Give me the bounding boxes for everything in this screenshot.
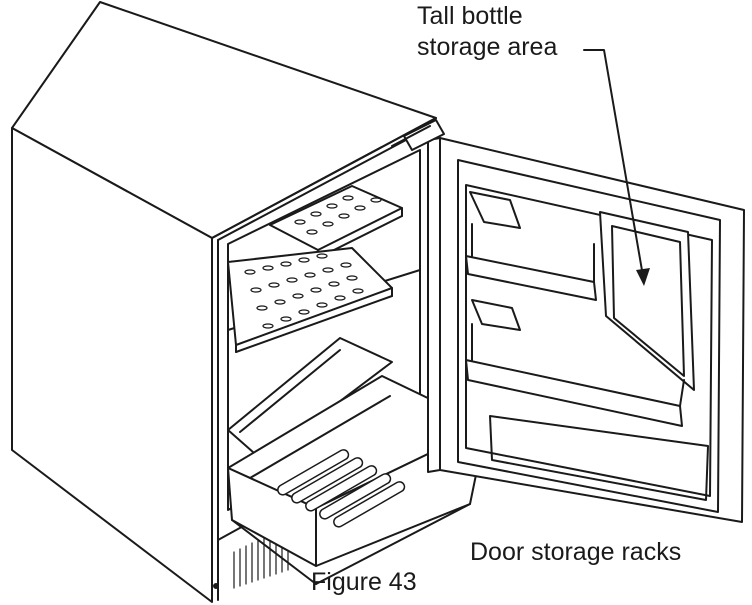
figure-caption: Figure 43 [311,568,417,596]
pull-out-drawer [227,375,487,585]
middle-shelf [227,247,393,353]
cabinet-side [11,127,213,603]
tall-bottle-label-line2: storage area [417,33,558,61]
door-storage-racks [465,191,709,501]
tall-bottle-label-line1: Tall bottle [417,2,523,30]
glass-shelf [227,337,393,461]
tall-bottle-leader [583,49,650,286]
upper-shelf [269,185,403,259]
tall-bottle-label: Tall bottle storage area [417,1,557,63]
door-racks-label: Door storage racks [470,538,682,566]
